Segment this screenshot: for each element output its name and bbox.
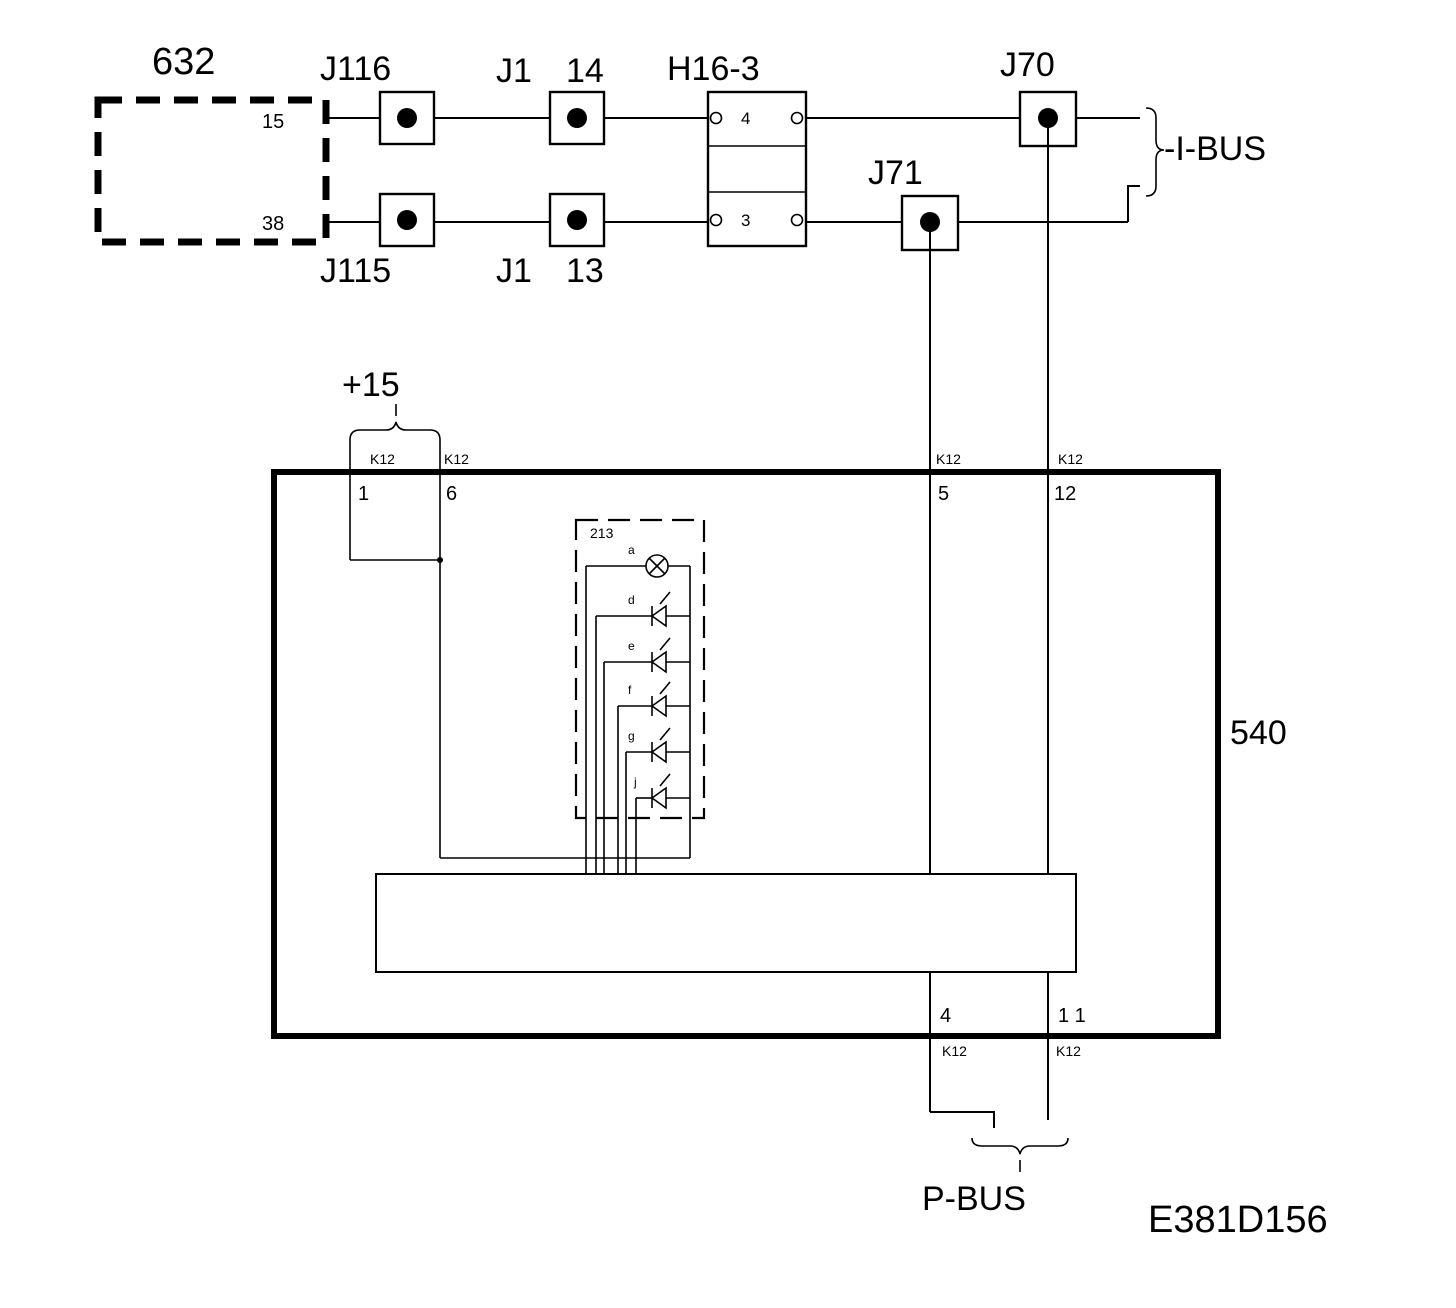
j71-label: J71: [868, 154, 923, 192]
pin-label: 1: [358, 483, 369, 505]
i-bus-brace: -I-BUS: [1145, 107, 1266, 197]
supply-15-label: +15: [342, 366, 400, 404]
svg-text:d: d: [628, 593, 635, 607]
j1-bottom-pin: 13: [566, 252, 604, 290]
connector-h16-3: 4 3 H16-3: [667, 50, 808, 248]
svg-text:g: g: [628, 729, 635, 743]
p-bus-brace: P-BUS: [922, 1137, 1069, 1218]
pin-label: 4: [940, 1005, 951, 1027]
pin-label: 1 1: [1058, 1005, 1086, 1027]
module-540: 540 K12 1 K12 6 K12 5 K12 12 4 K12 1 1 K…: [271, 440, 1287, 1128]
j116-label: J116: [320, 50, 391, 88]
led-icon: f: [617, 681, 690, 874]
j115-label: J115: [320, 252, 391, 290]
module-632-label: 632: [152, 41, 215, 83]
led-icon: d: [595, 591, 690, 874]
h16-3-pin-3: 3: [741, 211, 750, 230]
figure-code: E381D156: [1148, 1199, 1328, 1241]
j1-top-label: J1: [496, 52, 532, 90]
h16-3-label: H16-3: [667, 50, 760, 88]
pin-label: 5: [938, 483, 949, 505]
pin-label: 6: [446, 483, 457, 505]
connector-j116: J116: [320, 50, 436, 146]
submodule-213: 213 a d e: [574, 518, 706, 874]
k12-label: K12: [370, 451, 395, 467]
led-icon: g: [625, 727, 690, 874]
svg-text:f: f: [628, 683, 632, 697]
pin-label: 12: [1054, 483, 1076, 505]
svg-text:e: e: [628, 639, 635, 653]
module-540-label: 540: [1230, 714, 1287, 752]
connector-j115: J115: [320, 192, 436, 290]
connector-j71: J71: [868, 154, 960, 252]
supply-15-brace: +15: [342, 366, 441, 441]
connector-j70: J70: [1000, 46, 1078, 148]
j1-top-pin: 14: [566, 52, 604, 90]
j1-bottom-label: J1: [496, 252, 532, 290]
k12-label: K12: [936, 451, 961, 467]
module-632-pin-15: 15: [262, 111, 284, 133]
k12-label: K12: [444, 451, 469, 467]
p-bus-label: P-BUS: [922, 1180, 1026, 1218]
connector-j1-13: J1 13: [496, 192, 606, 290]
k12-label: K12: [942, 1043, 967, 1059]
i-bus-label: -I-BUS: [1164, 130, 1266, 168]
module-632: 632 15 38: [94, 41, 330, 246]
submodule-213-label: 213: [590, 525, 614, 541]
j70-label: J70: [1000, 46, 1055, 84]
led-icon: j: [633, 773, 690, 874]
k12-label: K12: [1056, 1043, 1081, 1059]
led-icon: e: [603, 637, 690, 874]
svg-text:j: j: [633, 775, 637, 789]
k12-label: K12: [1058, 451, 1083, 467]
svg-text:a: a: [628, 543, 635, 557]
vertical-wires: [929, 120, 1049, 874]
lamp-icon: a: [585, 543, 690, 874]
connector-j1-14: J1 14: [496, 52, 606, 146]
h16-3-pin-4: 4: [741, 109, 750, 128]
module-632-pin-38: 38: [262, 213, 284, 235]
